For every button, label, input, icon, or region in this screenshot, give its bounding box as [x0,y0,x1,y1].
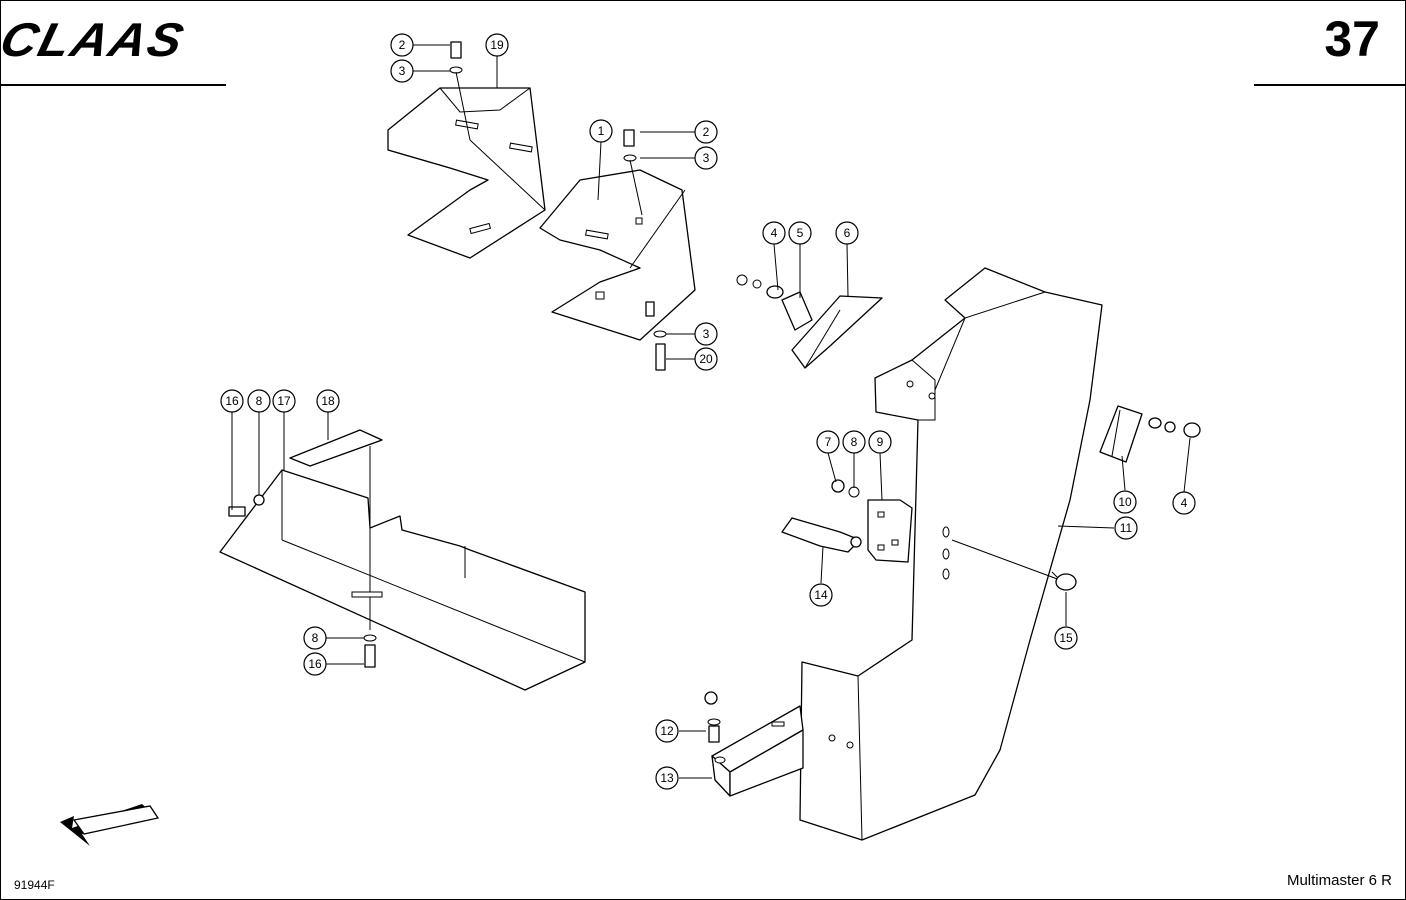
cover-part-1 [539,169,696,341]
svg-text:8: 8 [851,435,858,449]
svg-text:14: 14 [814,588,828,602]
svg-text:4: 4 [1181,496,1188,510]
cover-part-19 [387,87,546,259]
callout-1: 1 [589,119,613,143]
callout-9: 9 [868,430,892,454]
callout-3-top-right: 3 [694,146,718,170]
bracket-parts-12-13 [704,691,804,797]
callout-12: 12 [655,719,679,743]
model-name: Multimaster 6 R [1286,872,1392,889]
svg-text:12: 12 [660,724,674,738]
svg-text:16: 16 [225,394,239,408]
callout-3-lower: 3 [694,322,718,346]
upright-part-11 [799,267,1103,841]
callout-6: 6 [835,221,859,245]
callout-8-right: 8 [842,430,866,454]
callout-19: 19 [485,33,509,57]
callout-10: 10 [1113,490,1137,514]
svg-text:10: 10 [1118,495,1132,509]
header-rule-right [1254,84,1406,86]
svg-text:15: 15 [1059,631,1073,645]
svg-text:3: 3 [703,327,710,341]
svg-text:6: 6 [844,226,851,240]
callout-3-top-left: 3 [390,59,414,83]
svg-text:3: 3 [399,64,406,78]
hinge-part-10 [1099,405,1201,463]
svg-text:5: 5 [797,226,804,240]
callout-5: 5 [788,221,812,245]
svg-text:2: 2 [399,38,406,52]
svg-text:18: 18 [321,394,335,408]
svg-text:1: 1 [598,124,605,138]
svg-text:11: 11 [1120,521,1133,535]
header-rule-left [0,84,226,86]
callout-16-upper: 16 [220,389,244,413]
callout-18: 18 [316,389,340,413]
callout-20: 20 [694,347,718,371]
callout-16-lower: 16 [303,652,327,676]
callout-2-top-right: 2 [694,120,718,144]
bracket-parts-7-8-9-14 [781,479,913,563]
svg-text:2: 2 [703,125,710,139]
svg-text:13: 13 [660,771,674,785]
svg-text:3: 3 [703,151,710,165]
drawing-number: 91944F [14,878,55,892]
callout-17: 17 [272,389,296,413]
svg-text:9: 9 [877,435,884,449]
bolt-group-top [449,41,667,371]
callout-15: 15 [1054,626,1078,650]
callout-13: 13 [655,766,679,790]
leader-lines [231,44,1191,779]
svg-text:17: 17 [277,394,291,408]
bolt-part-15 [1051,571,1077,591]
callout-8-lower-left: 8 [303,626,327,650]
channel-parts-17-18 [219,429,586,691]
arrow-down-left-icon [60,804,160,846]
svg-text:8: 8 [312,631,319,645]
callout-2-top-left: 2 [390,33,414,57]
svg-text:7: 7 [825,435,832,449]
bracket-parts-4-5-6 [736,274,883,369]
svg-text:19: 19 [490,38,504,52]
svg-text:20: 20 [699,352,713,366]
svg-text:16: 16 [308,657,322,671]
svg-text:8: 8 [256,394,263,408]
callout-8-upper-left: 8 [247,389,271,413]
callout-7: 7 [816,430,840,454]
callout-4-upper: 4 [762,221,786,245]
svg-text:4: 4 [771,226,778,240]
callout-11: 11 [1114,516,1138,540]
page-number: 37 [1324,11,1380,67]
callout-4-right: 4 [1172,491,1196,515]
callout-14: 14 [809,583,833,607]
